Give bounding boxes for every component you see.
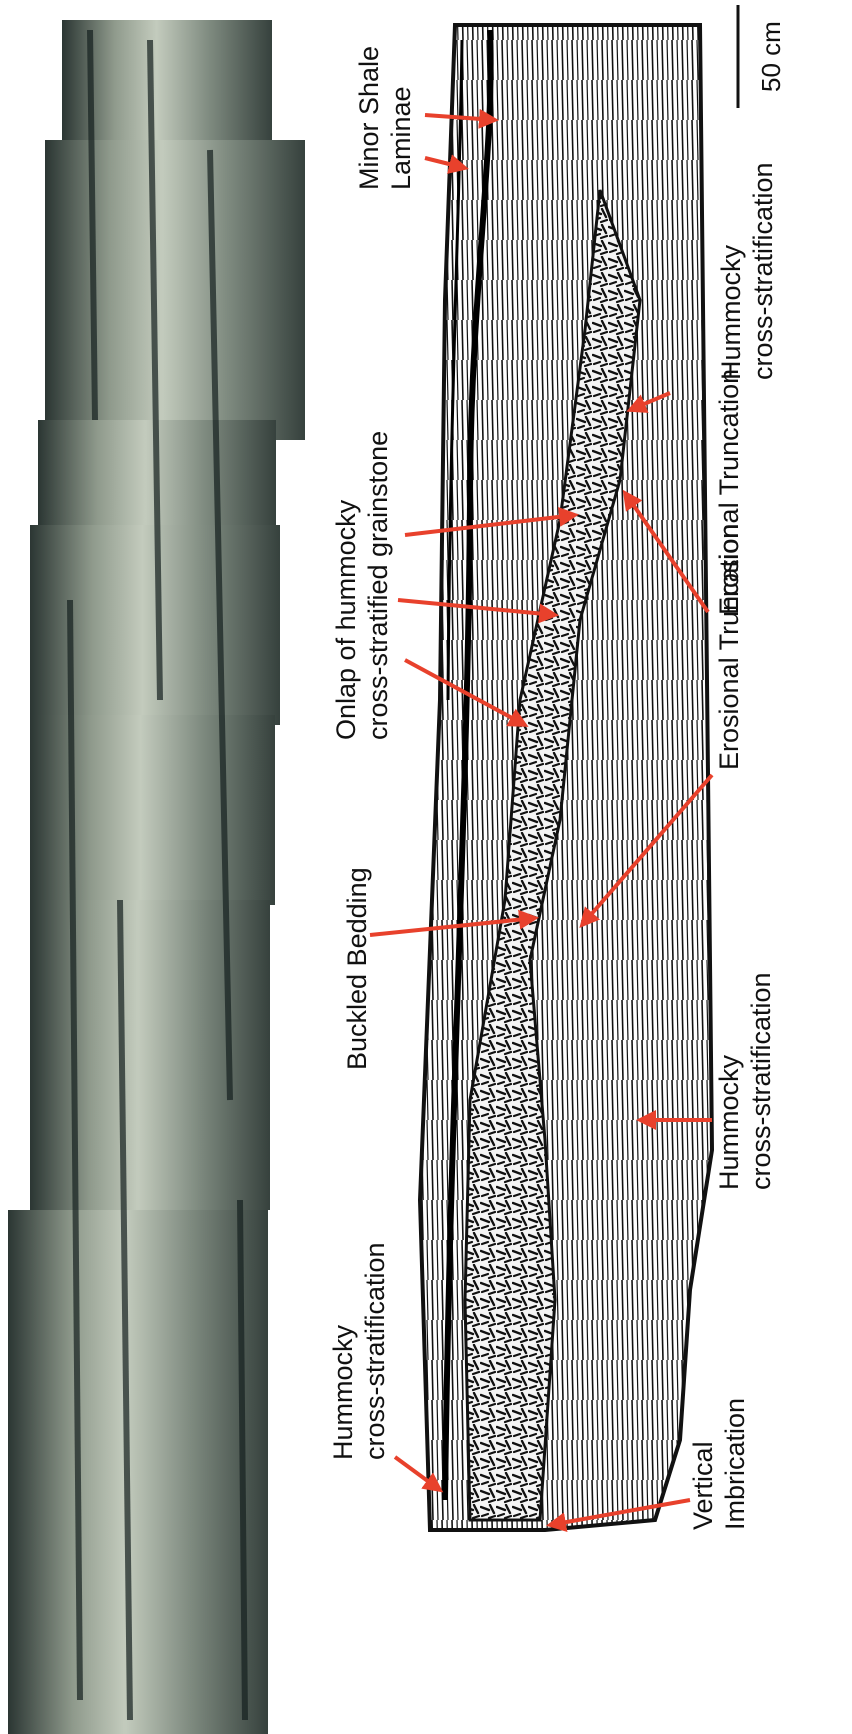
svg-text:Hummocky cross-stratific: Hummocky cross-stratification: [716, 162, 778, 380]
svg-text:Hummocky cross-stratific: Hummocky cross-stratification: [328, 1242, 390, 1460]
svg-text:Hummocky cross-stratific: Hummocky cross-stratification: [714, 972, 776, 1190]
svg-text:Erosional Truncation: Erosional Truncation: [714, 524, 744, 770]
label-hummocky-bottom: Hummocky cross-stratification: [328, 1242, 390, 1460]
outcrop-photo-mosaic: [8, 20, 305, 1734]
scale-bar: 50 cm: [738, 5, 786, 108]
svg-text:Minor Shale Laminae: Minor Shale Laminae: [354, 38, 416, 190]
svg-text:Buckled Bedding: Buckled Bedding: [342, 867, 372, 1070]
label-erosional-truncation-mid: Erosional Truncation: [714, 524, 744, 770]
label-hummocky-right-top: Hummocky cross-stratification: [716, 162, 778, 380]
label-buckled-bedding: Buckled Bedding: [342, 867, 372, 1070]
scale-bar-label: 50 cm: [756, 21, 786, 92]
label-vertical-imbrication: Vertical Imbrication: [688, 1398, 750, 1530]
bedding-drawing: [420, 25, 712, 1530]
label-onlap-hummocky-grainstone: Onlap of hummocky cross-stratified grain…: [331, 431, 393, 740]
svg-text:Onlap of hummocky cross-: Onlap of hummocky cross-stratified grain…: [331, 431, 393, 740]
label-hummocky-right-mid: Hummocky cross-stratification: [714, 972, 776, 1190]
label-minor-shale-laminae: Minor Shale Laminae: [354, 38, 416, 190]
svg-text:Vertical Imbrication: Vertical Imbrication: [688, 1398, 750, 1530]
